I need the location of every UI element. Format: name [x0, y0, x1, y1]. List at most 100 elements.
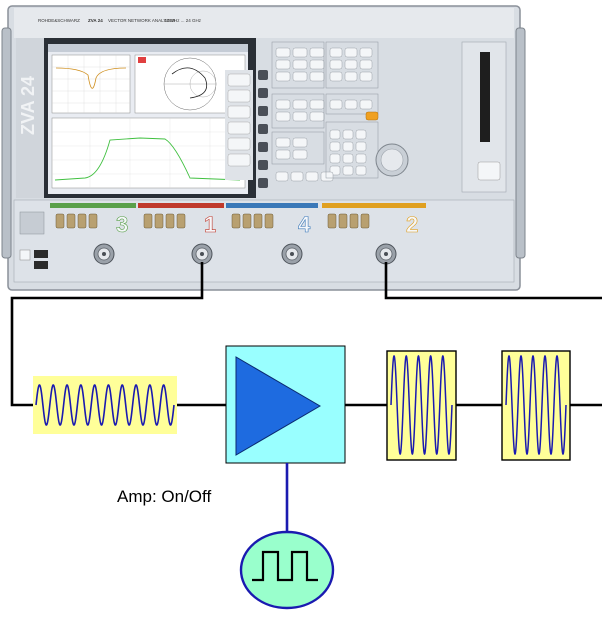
standby-button[interactable]: [19, 249, 31, 261]
drive-slot[interactable]: [480, 52, 490, 142]
panel-key-34[interactable]: [355, 129, 367, 140]
pulse-generator: [239, 530, 335, 610]
panel-key-8[interactable]: [292, 71, 308, 82]
softkey-column: [225, 70, 253, 180]
panel-key-38[interactable]: [329, 153, 341, 164]
side-panel: [16, 38, 44, 198]
signal-wires: [10, 262, 602, 407]
panel-key-42[interactable]: [342, 165, 354, 176]
smith-marker: [138, 57, 146, 63]
hardkey-3[interactable]: [258, 106, 268, 116]
panel-key-31[interactable]: [292, 149, 308, 160]
panel-key-29[interactable]: [292, 137, 308, 148]
panel-key-5[interactable]: [292, 59, 308, 70]
power-button[interactable]: [477, 161, 501, 181]
trace-2: [54, 137, 241, 181]
port-connector-2[interactable]: [375, 243, 397, 265]
port-connector-3[interactable]: [93, 243, 115, 265]
panel-key-35[interactable]: [329, 141, 341, 152]
port-connector-1[interactable]: [191, 243, 213, 265]
panel-key-47[interactable]: [320, 171, 334, 182]
key-group-frame-5: [271, 131, 325, 165]
panel-key-6[interactable]: [309, 59, 325, 70]
port-1-jumper-1[interactable]: [143, 213, 153, 229]
panel-key-2[interactable]: [292, 47, 308, 58]
softkey-2[interactable]: [227, 89, 251, 103]
port-2-jumper-4[interactable]: [360, 213, 370, 229]
panel-key-16[interactable]: [329, 71, 343, 82]
key-group-frame-1: [271, 41, 325, 89]
port-4-jumper-2[interactable]: [242, 213, 252, 229]
panel-key-24[interactable]: [309, 111, 325, 122]
panel-key-44[interactable]: [275, 171, 289, 182]
panel-key-13[interactable]: [329, 59, 343, 70]
panel-key-30[interactable]: [275, 149, 291, 160]
softkey-1[interactable]: [227, 73, 251, 87]
softkey-3[interactable]: [227, 105, 251, 119]
usb-port-2[interactable]: [34, 261, 48, 269]
highlight-key[interactable]: [365, 111, 379, 121]
panel-key-21[interactable]: [309, 99, 325, 110]
panel-key-43[interactable]: [355, 165, 367, 176]
panel-key-15[interactable]: [359, 59, 373, 70]
panel-key-27[interactable]: [359, 99, 373, 110]
panel-key-4[interactable]: [275, 59, 291, 70]
port-1-jumper-4[interactable]: [176, 213, 186, 229]
panel-key-19[interactable]: [275, 99, 291, 110]
hardkey-1[interactable]: [258, 70, 268, 80]
port-4-jumper-1[interactable]: [231, 213, 241, 229]
port-1-jumper-3[interactable]: [165, 213, 175, 229]
key-group-frame-2: [325, 41, 379, 89]
panel-key-28[interactable]: [275, 137, 291, 148]
panel-key-7[interactable]: [275, 71, 291, 82]
hardkey-4[interactable]: [258, 124, 268, 134]
port-2-jumper-1[interactable]: [327, 213, 337, 229]
hardkey-7[interactable]: [258, 178, 268, 188]
softkey-4[interactable]: [227, 121, 251, 135]
panel-key-33[interactable]: [342, 129, 354, 140]
left-handle[interactable]: [1, 27, 12, 259]
panel-key-22[interactable]: [275, 111, 291, 122]
usb-port-1[interactable]: [34, 250, 48, 258]
panel-key-18[interactable]: [359, 71, 373, 82]
panel-key-23[interactable]: [292, 111, 308, 122]
port-1-jumper-2[interactable]: [154, 213, 164, 229]
panel-key-39[interactable]: [342, 153, 354, 164]
hardkey-2[interactable]: [258, 88, 268, 98]
port-4-jumper-3[interactable]: [253, 213, 263, 229]
panel-key-37[interactable]: [355, 141, 367, 152]
panel-key-11[interactable]: [344, 47, 358, 58]
panel-key-25[interactable]: [329, 99, 343, 110]
misc-connectors: [19, 211, 45, 235]
port-connector-4[interactable]: [281, 243, 303, 265]
panel-key-12[interactable]: [359, 47, 373, 58]
softkey-6[interactable]: [227, 153, 251, 167]
panel-key-20[interactable]: [292, 99, 308, 110]
panel-key-46[interactable]: [305, 171, 319, 182]
softkey-5[interactable]: [227, 137, 251, 151]
panel-key-32[interactable]: [329, 129, 341, 140]
hardkey-6[interactable]: [258, 160, 268, 170]
port-3-jumper-4[interactable]: [88, 213, 98, 229]
panel-key-26[interactable]: [344, 99, 358, 110]
panel-key-45[interactable]: [290, 171, 304, 182]
panel-key-36[interactable]: [342, 141, 354, 152]
panel-key-1[interactable]: [275, 47, 291, 58]
panel-key-9[interactable]: [309, 71, 325, 82]
right-handle[interactable]: [515, 27, 526, 259]
hardkey-5[interactable]: [258, 142, 268, 152]
port-4-jumper-4[interactable]: [264, 213, 274, 229]
port-2-jumper-2[interactable]: [338, 213, 348, 229]
port-2-jumper-3[interactable]: [349, 213, 359, 229]
panel-key-17[interactable]: [344, 71, 358, 82]
port-3-jumper-3[interactable]: [77, 213, 87, 229]
port-panel: [13, 199, 515, 283]
menu-bar: [48, 44, 248, 52]
port-3-jumper-1[interactable]: [55, 213, 65, 229]
panel-key-10[interactable]: [329, 47, 343, 58]
panel-key-3[interactable]: [309, 47, 325, 58]
panel-key-14[interactable]: [344, 59, 358, 70]
panel-key-40[interactable]: [355, 153, 367, 164]
port-3-jumper-2[interactable]: [66, 213, 76, 229]
